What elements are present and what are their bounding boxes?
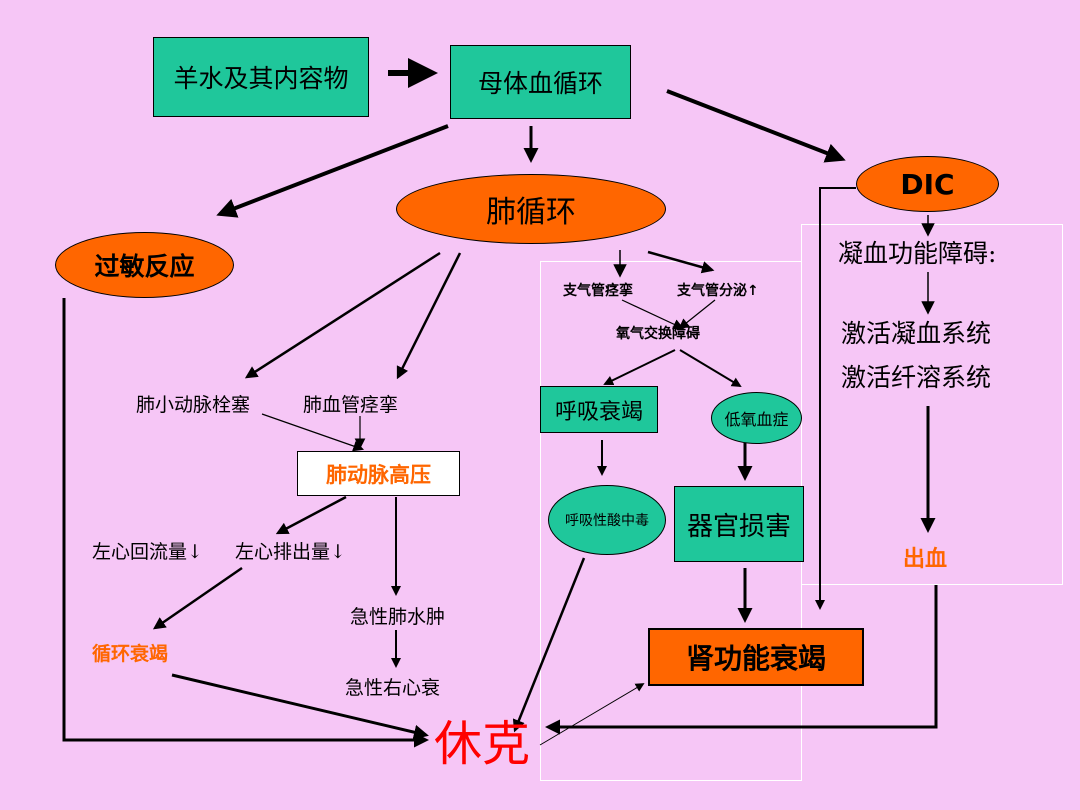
text-pulmonary-vasospasm: 肺血管痉挛 <box>303 394 399 416</box>
arrow-maternal-to-dic <box>666 89 846 163</box>
arrow-hypertension-to-leftoutput <box>275 495 347 535</box>
text-left-output-decrease: 左心排出量↓ <box>235 541 346 563</box>
node-pulmonary-circulation: 肺循环 <box>396 174 666 244</box>
node-allergic-reaction: 过敏反应 <box>55 232 234 298</box>
node-respiratory-acidosis: 呼吸性酸中毒 <box>548 485 666 555</box>
node-hypoxemia: 低氧血症 <box>711 392 802 444</box>
text-left-return-decrease: 左心回流量↓ <box>92 541 203 563</box>
node-respiratory-failure: 呼吸衰竭 <box>540 386 658 433</box>
node-organ-damage: 器官损害 <box>674 486 804 562</box>
text-circulatory-failure: 循环衰竭 <box>92 643 169 665</box>
text-activate-coagulation: 激活凝血系统 <box>841 319 992 348</box>
text-acute-pulmonary-edema: 急性肺水肿 <box>350 606 446 628</box>
node-pulmonary-hypertension: 肺动脉高压 <box>297 451 460 496</box>
arrow-maternal-to-allergic <box>216 124 449 218</box>
text-pulmonary-arteriole-embolism: 肺小动脉栓塞 <box>136 394 251 416</box>
arrow-pulmonary-to-secretion <box>647 250 715 274</box>
arrow-oxygen-to-respfailure <box>603 349 676 386</box>
arrow-leftoutput-to-circulatory <box>152 566 243 630</box>
text-bronchospasm: 支气管痉挛 <box>563 283 633 299</box>
node-renal-failure: 肾功能衰竭 <box>648 628 864 686</box>
text-coagulation-disorder: 凝血功能障碍: <box>838 239 997 268</box>
text-oxygen-exchange: 氧气交换障碍 <box>616 326 700 342</box>
arrow-pulmonary-to-vasospasm <box>396 252 462 380</box>
arrow-dic-to-renal <box>815 187 856 610</box>
text-shock: 休克 <box>434 716 531 772</box>
arrow-oxygen-to-hypoxemia <box>679 349 742 388</box>
arrow-bronchospasm-to-oxygen <box>621 299 684 330</box>
text-bleeding: 出血 <box>903 547 948 572</box>
arrow-shock-to-renal <box>539 683 645 746</box>
arrow-embolism-to-hypertension <box>261 413 365 452</box>
arrow-secretion-to-oxygen <box>678 299 716 330</box>
arrow-circulatory-to-shock <box>171 673 429 740</box>
text-acute-right-heart-failure: 急性右心衰 <box>345 677 441 699</box>
node-maternal-circulation: 母体血循环 <box>450 45 631 119</box>
node-amniotic: 羊水及其内容物 <box>153 37 369 117</box>
arrow-acidosis-to-shock <box>512 557 586 733</box>
arrow-pulmonary-to-embolism <box>244 251 441 379</box>
text-activate-fibrinolysis: 激活纤溶系统 <box>841 363 992 392</box>
node-dic: DIC <box>856 156 999 212</box>
arrow-bleeding-to-shock <box>545 585 938 735</box>
text-bronchial-secretion: 支气管分泌↑ <box>677 283 759 299</box>
arrow-allergic-to-shock <box>62 298 429 748</box>
